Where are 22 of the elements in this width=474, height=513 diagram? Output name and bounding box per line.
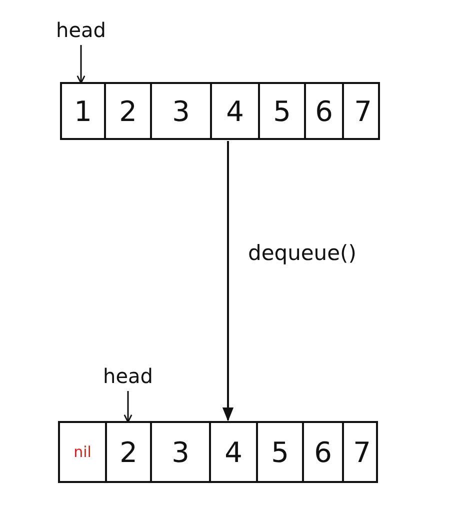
array-cell: 6 bbox=[302, 423, 342, 481]
array-box bbox=[60, 82, 380, 140]
array-cell: 6 bbox=[304, 84, 342, 138]
arrow bbox=[222, 141, 234, 422]
pointer-label: head bbox=[55, 16, 107, 44]
array-cell: 5 bbox=[258, 84, 304, 138]
array-cell: 2 bbox=[104, 84, 150, 138]
array-cell: 7 bbox=[342, 84, 382, 138]
pointer-label: head bbox=[101, 362, 155, 390]
array-cell: 3 bbox=[150, 84, 210, 138]
array-cell: 3 bbox=[150, 423, 209, 481]
array-cell: 7 bbox=[342, 423, 380, 481]
array-cell: 4 bbox=[210, 84, 258, 138]
array-cell: nil bbox=[60, 423, 105, 481]
array-cell: 5 bbox=[256, 423, 302, 481]
array-cell: 2 bbox=[105, 423, 150, 481]
array-cell: 4 bbox=[209, 423, 256, 481]
arrow bbox=[76, 45, 86, 84]
arrow bbox=[124, 391, 132, 423]
array-box bbox=[58, 421, 378, 483]
array-cell: 1 bbox=[62, 84, 104, 138]
edge-label: dequeue() bbox=[248, 240, 356, 264]
